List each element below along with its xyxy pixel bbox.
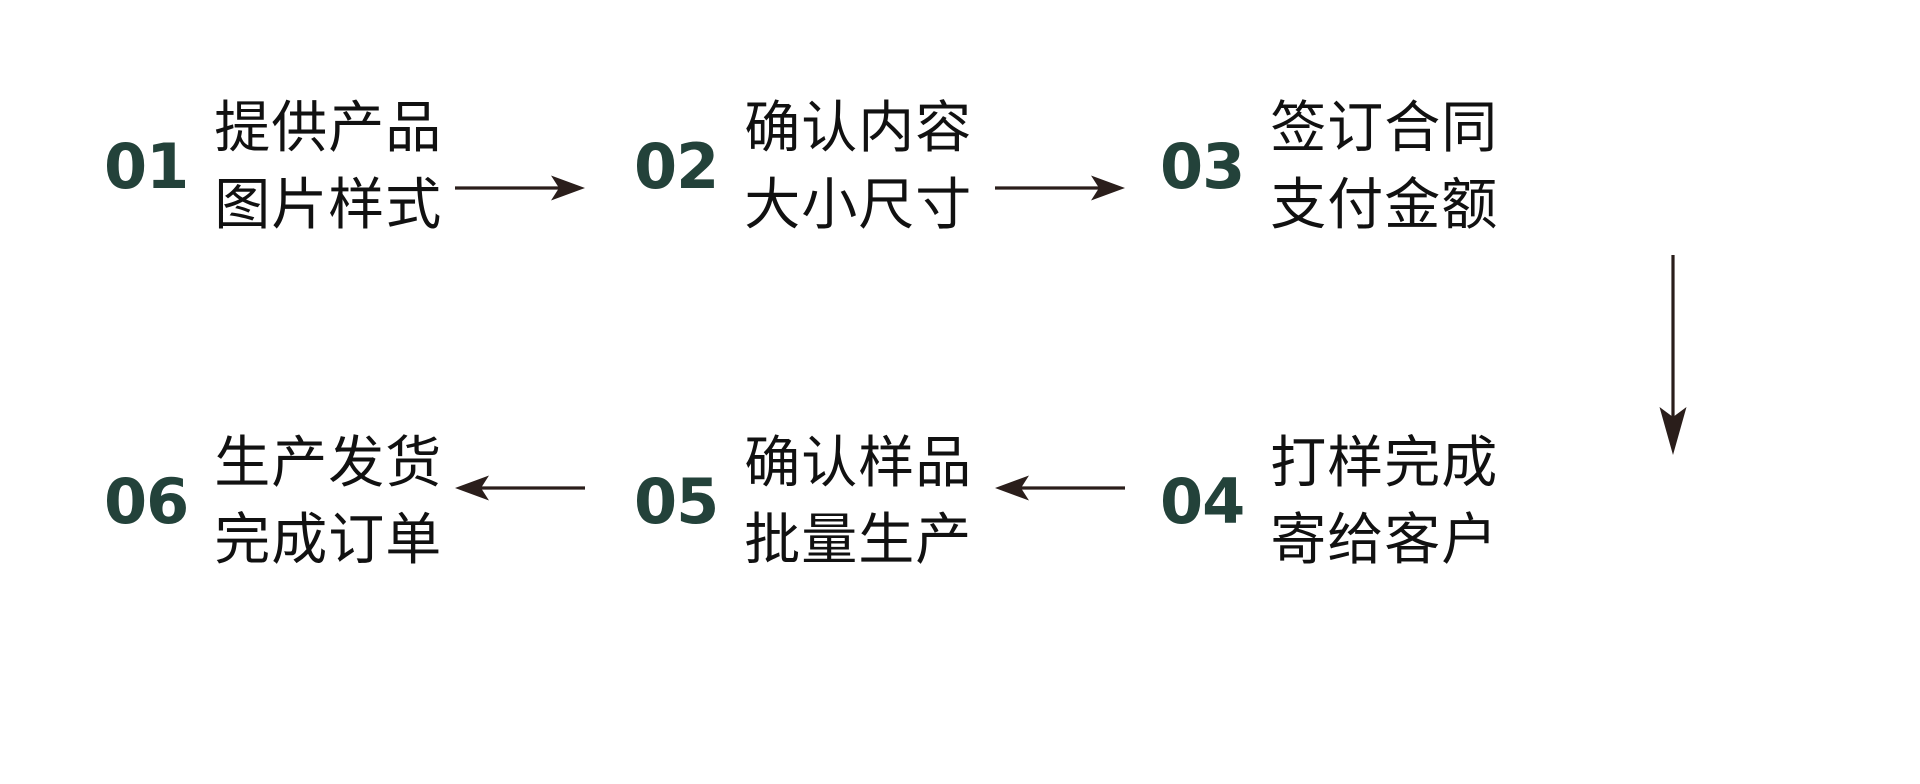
step-number-03: 03 [1160,130,1245,204]
arrow-01-to-02-icon [455,170,585,206]
flow-step-01: 01 提供产品 图片样式 [104,90,442,245]
step-number-01: 01 [104,130,189,204]
arrow-03-to-04-icon [1655,255,1691,455]
flow-step-03: 03 签订合同 支付金额 [1160,90,1498,245]
arrow-04-to-05-icon [995,470,1125,506]
step-number-04: 04 [1160,465,1245,539]
step-number-06: 06 [104,465,189,539]
step-number-05: 05 [634,465,719,539]
step-05-line-2: 批量生产 [744,508,973,574]
step-02-line-1: 确认内容 [744,96,973,161]
flow-step-02: 02 确认内容 大小尺寸 [634,90,972,245]
flow-step-04: 04 打样完成 寄给客户 [1160,425,1498,580]
step-text-02: 确认内容 大小尺寸 [744,90,972,245]
arrow-05-to-06-icon [455,470,585,506]
step-02-line-2: 大小尺寸 [744,173,973,239]
step-04-line-2: 寄给客户 [1270,508,1499,574]
step-03-line-2: 支付金额 [1270,173,1499,239]
step-05-line-1: 确认样品 [744,431,973,496]
flow-step-05: 05 确认样品 批量生产 [634,425,972,580]
step-text-05: 确认样品 批量生产 [744,425,972,580]
step-text-06: 生产发货 完成订单 [214,425,442,580]
step-text-03: 签订合同 支付金额 [1270,90,1498,245]
step-01-line-1: 提供产品 [214,96,443,161]
step-text-01: 提供产品 图片样式 [214,90,442,245]
step-06-line-2: 完成订单 [214,508,443,574]
step-01-line-2: 图片样式 [214,173,443,239]
step-04-line-1: 打样完成 [1270,431,1499,496]
step-text-04: 打样完成 寄给客户 [1270,425,1498,580]
step-03-line-1: 签订合同 [1270,96,1499,161]
step-number-02: 02 [634,130,719,204]
flow-step-06: 06 生产发货 完成订单 [104,425,442,580]
arrow-02-to-03-icon [995,170,1125,206]
step-06-line-1: 生产发货 [214,431,443,496]
